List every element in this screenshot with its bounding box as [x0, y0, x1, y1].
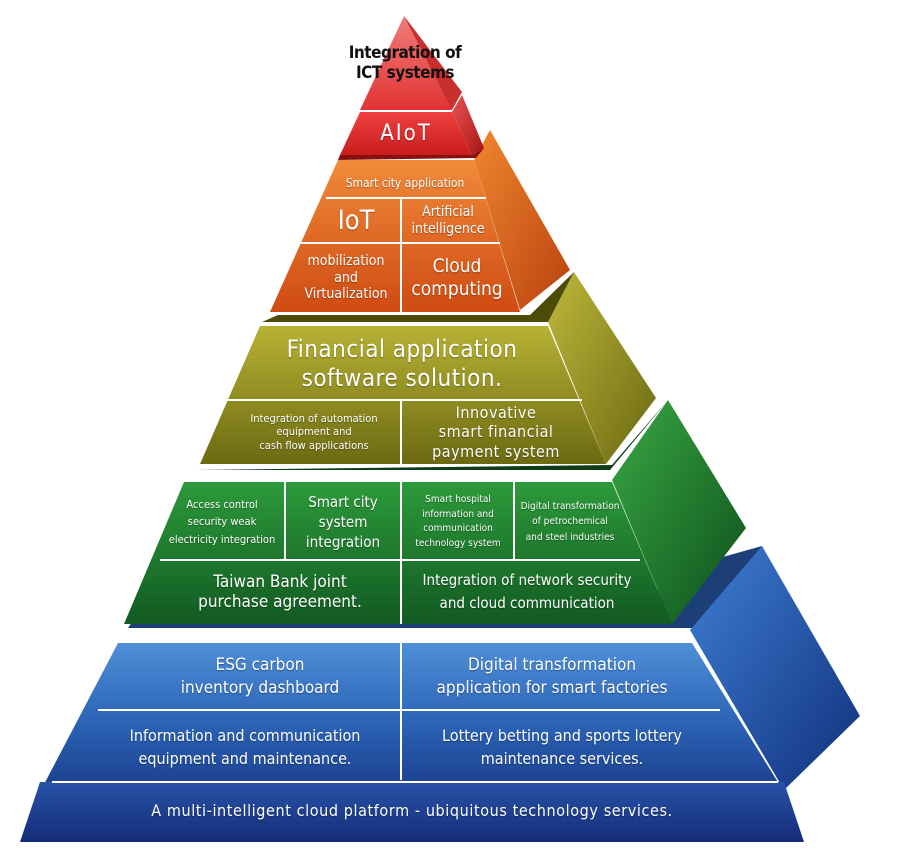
tier-iot [270, 130, 570, 312]
label-automation-cash-flow: Integration of automation equipment and … [250, 412, 378, 452]
label-ict-equipment: Information and communication equipment … [129, 725, 361, 768]
label-smart-city-system: Smart city system integration [305, 492, 381, 552]
tier-smartcity [124, 400, 746, 624]
label-financial-application: Financial application software solution. [286, 335, 518, 392]
label-taiwan-bank: Taiwan Bank joint purchase agreement. [198, 571, 362, 612]
label-mobilization: mobilization and Virtualization [304, 252, 388, 303]
tier-aiot-front [340, 112, 472, 155]
tier-ict-front [360, 16, 452, 110]
tier-financial-top [262, 272, 574, 322]
label-access-control: Access control security weak electricity… [168, 498, 276, 546]
label-lottery: Lottery betting and sports lottery maint… [442, 725, 682, 768]
tier-smartcity-side [612, 400, 746, 624]
tier-ict [360, 16, 462, 110]
tier-ict-side [404, 16, 462, 110]
tier-aiot-under [338, 148, 484, 160]
tier-aiot [338, 95, 484, 160]
label-smart-financial-payment: Innovative smart financial payment syste… [432, 403, 560, 461]
label-smart-hospital: Smart hospital information and communica… [415, 494, 501, 549]
tier-iot-side [474, 130, 570, 310]
label-smart-city-application: Smart city application [345, 175, 465, 190]
label-artificial-intelligence: Artificial intelligence [411, 204, 485, 237]
tier-aiot-side [452, 95, 484, 155]
tier-base [20, 546, 860, 842]
tier-base-top-ledge [128, 546, 762, 628]
label-petrochemical: Digital transformation of petrochemical … [520, 500, 620, 543]
label-cloud-platform: A multi-intelligent cloud platform - ubi… [151, 801, 673, 821]
tier-financial-front [200, 326, 606, 464]
label-cloud-computing: Cloud computing [411, 255, 503, 300]
label-aiot: AIoT [380, 120, 432, 146]
tier-base-side [690, 546, 860, 790]
label-network-security: Integration of network security and clou… [422, 570, 632, 612]
label-esg-carbon: ESG carbon inventory dashboard [180, 655, 340, 698]
tier-financial [200, 272, 656, 464]
tier-base-bottom-band [20, 782, 804, 842]
tier-smartcity-front [124, 482, 672, 624]
label-ict-systems: Integration of ICT systems [348, 42, 462, 83]
tier-financial-side [548, 272, 656, 464]
tier-base-front [40, 643, 784, 792]
label-iot: IoT [337, 204, 375, 236]
label-smart-factories: Digital transformation application for s… [436, 655, 668, 698]
